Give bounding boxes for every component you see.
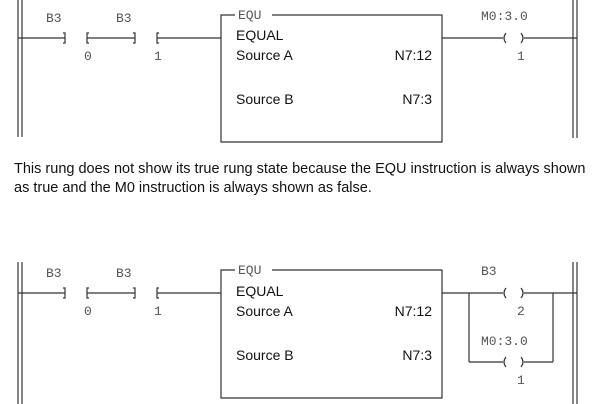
coil-address: M0:3.0 (481, 334, 528, 349)
contact-b3-0[interactable]: B3 0 (46, 11, 92, 64)
source-a-value: N7:12 (395, 303, 433, 319)
rung-1: B3 0 B3 1 EQU EQUAL Source A N7:12 Sourc… (17, 0, 578, 143)
contact-address: B3 (116, 11, 132, 26)
source-b-label: Source B (236, 347, 294, 363)
source-a-value: N7:12 (395, 47, 433, 63)
contact-right-bracket-icon (133, 32, 136, 44)
contact-right-bracket-icon (63, 32, 66, 44)
source-b-value: N7:3 (402, 347, 432, 363)
contact-b3-1[interactable]: B3 1 (116, 11, 162, 64)
contact-bit: 1 (154, 304, 162, 319)
coil-right-paren-icon (520, 32, 524, 44)
source-b-value: N7:3 (402, 91, 432, 107)
equ-instruction-block[interactable]: EQU EQUAL Source A N7:12 Source B N7:3 (220, 263, 443, 399)
contact-address: B3 (46, 266, 62, 281)
coil-left-paren-icon (503, 356, 507, 368)
contact-right-bracket-icon (133, 287, 136, 299)
coil-b3-2[interactable]: B3 2 (481, 264, 525, 319)
contact-right-bracket-icon (63, 287, 66, 299)
right-power-rail (572, 0, 578, 138)
coil-m0-3-0[interactable]: M0:3.0 1 (481, 334, 528, 388)
contact-address: B3 (116, 266, 132, 281)
source-b-label: Source B (236, 91, 294, 107)
coil-address: B3 (481, 264, 497, 279)
output-branch (442, 292, 577, 363)
right-power-rail (572, 262, 578, 404)
coil-right-paren-icon (520, 356, 524, 368)
equ-title: EQUAL (236, 27, 284, 43)
left-power-rail (17, 0, 23, 137)
coil-m0-3-0[interactable]: M0:3.0 1 (481, 9, 528, 64)
coil-left-paren-icon (503, 32, 507, 44)
rung-state-note: This rung does not show its true rung st… (14, 161, 586, 196)
equ-instruction-block[interactable]: EQU EQUAL Source A N7:12 Source B N7:3 (220, 8, 443, 143)
contact-bit: 0 (84, 49, 92, 64)
equ-tag: EQU (238, 263, 261, 278)
source-a-label: Source A (236, 303, 293, 319)
coil-bit: 1 (517, 373, 525, 388)
source-a-label: Source A (236, 47, 293, 63)
coil-right-paren-icon (520, 287, 524, 299)
equ-title: EQUAL (236, 283, 284, 299)
rung-2: B3 0 B3 1 EQU EQUAL Source A N7:12 Sourc… (17, 262, 578, 404)
coil-address: M0:3.0 (481, 9, 528, 24)
contact-b3-0[interactable]: B3 0 (46, 266, 92, 319)
contact-bit: 0 (84, 304, 92, 319)
coil-left-paren-icon (503, 287, 507, 299)
coil-bit: 2 (517, 304, 525, 319)
left-power-rail (17, 262, 23, 404)
contact-bit: 1 (154, 49, 162, 64)
coil-bit: 1 (517, 49, 525, 64)
equ-tag: EQU (238, 8, 261, 23)
contact-address: B3 (46, 11, 62, 26)
